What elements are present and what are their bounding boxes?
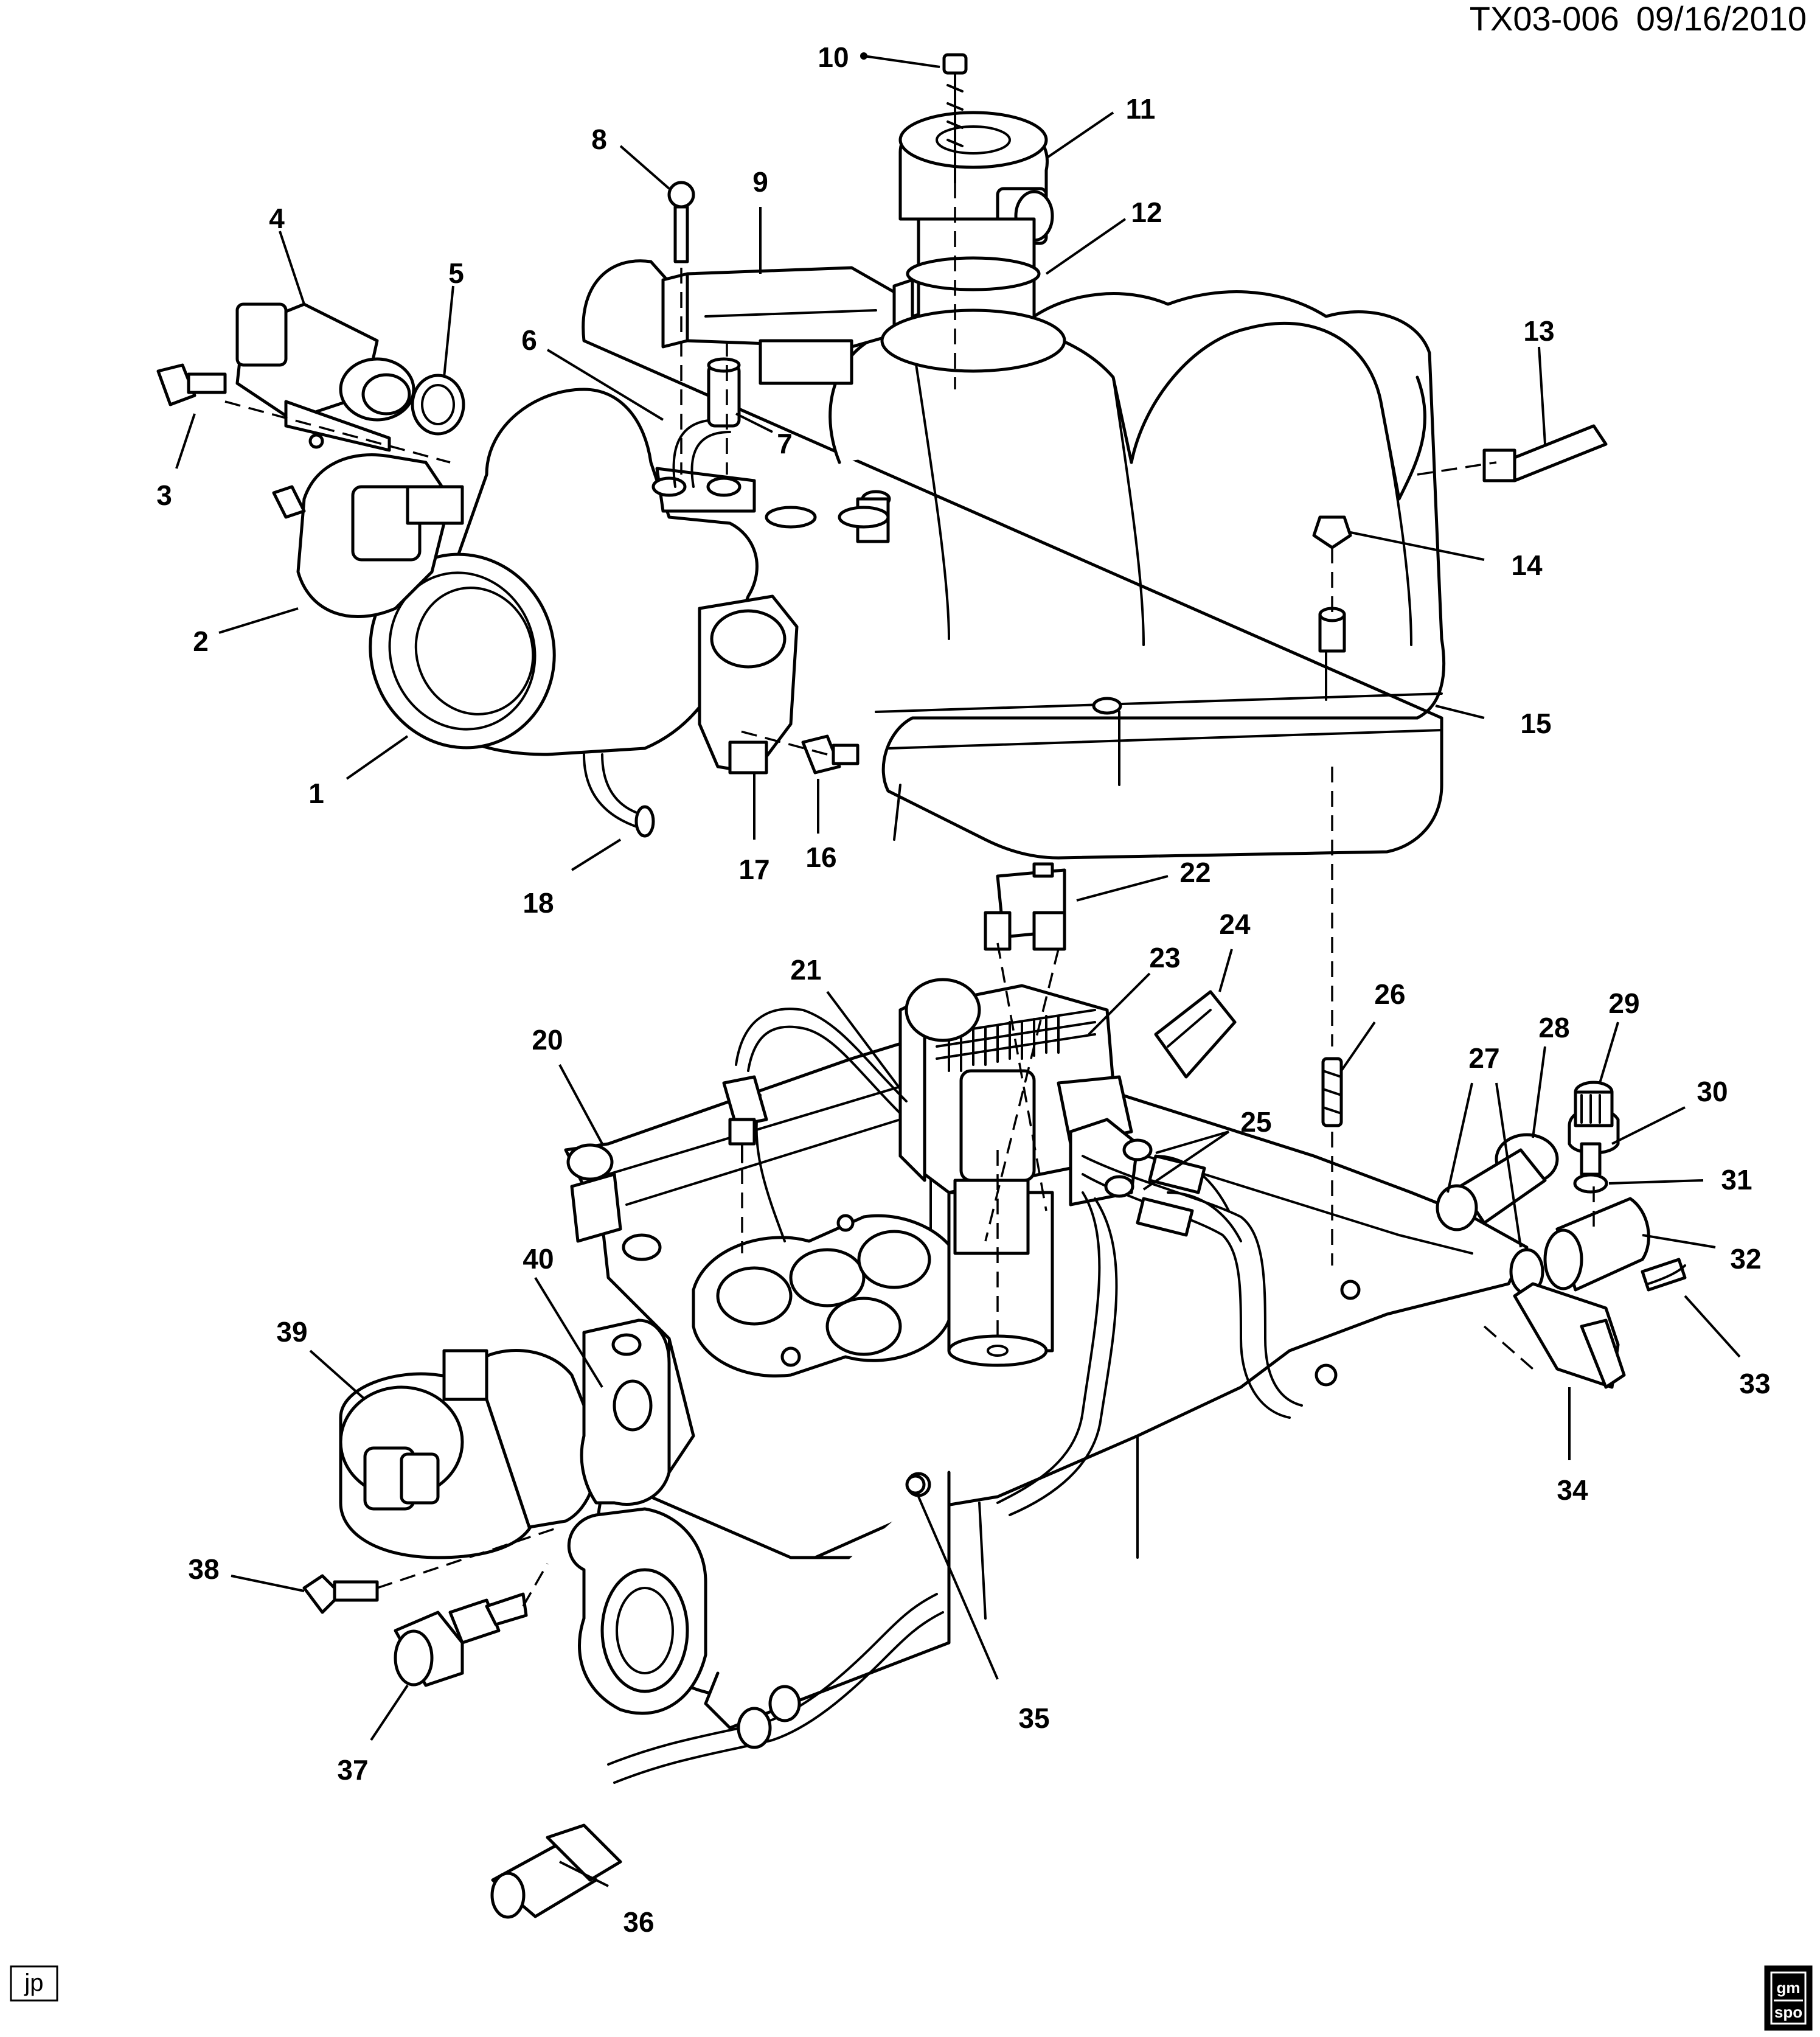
callout-34: 34 xyxy=(1557,1474,1588,1506)
callout-23: 23 xyxy=(1149,942,1180,973)
fuel-injector-module xyxy=(898,978,1139,1255)
plenum-stud xyxy=(1482,424,1608,482)
idle-air-control-valve xyxy=(235,302,415,452)
callout-2: 2 xyxy=(193,625,209,657)
callout-39: 39 xyxy=(276,1316,307,1348)
callout-9: 9 xyxy=(752,166,768,198)
callout-11: 11 xyxy=(1126,93,1156,125)
callout-18: 18 xyxy=(523,887,554,919)
callout-14: 14 xyxy=(1511,549,1543,581)
iac-bolt xyxy=(156,363,227,406)
coolant-temp-sensor xyxy=(394,1592,528,1687)
callout-17: 17 xyxy=(738,854,769,885)
callout-1: 1 xyxy=(308,778,324,809)
map-sensor-bolt xyxy=(667,181,695,263)
fuel-line-bracket xyxy=(1513,1258,1687,1389)
callout-33: 33 xyxy=(1739,1368,1770,1399)
callout-25: 25 xyxy=(1240,1106,1271,1138)
callout-30: 30 xyxy=(1697,1076,1728,1107)
callout-31: 31 xyxy=(1721,1164,1752,1196)
callout-12: 12 xyxy=(1131,197,1162,228)
vacuum-hose xyxy=(672,357,741,488)
egr-elbow xyxy=(567,1507,707,1715)
throttle-body xyxy=(369,388,890,756)
injector-connector xyxy=(984,862,1066,951)
callout-7: 7 xyxy=(777,428,793,459)
throttle-sensor-bolt xyxy=(801,734,860,775)
gm-spo-logo: gm spo xyxy=(1764,1965,1813,2031)
knock-sensor-harness xyxy=(490,1593,944,1919)
callout-4: 4 xyxy=(269,203,285,234)
svg-text:spo: spo xyxy=(1774,2003,1802,2021)
callout-26: 26 xyxy=(1374,978,1405,1010)
callout-36: 36 xyxy=(623,1906,654,1938)
callout-13: 13 xyxy=(1523,315,1554,347)
callout-21: 21 xyxy=(790,954,821,986)
intake-air-temp-sensor xyxy=(880,111,1066,373)
callout-27: 27 xyxy=(1468,1042,1499,1074)
pcv-hose xyxy=(583,753,655,838)
sensor-screw xyxy=(942,53,968,184)
throttle-position-sensor xyxy=(272,453,464,618)
callout-28: 28 xyxy=(1538,1012,1569,1043)
idle-air-control-motor xyxy=(339,1349,600,1559)
iac-motor-gasket xyxy=(580,1318,671,1506)
callout-20: 20 xyxy=(532,1024,563,1056)
callout-40: 40 xyxy=(523,1243,554,1275)
manifold-bolt xyxy=(905,1474,926,1495)
callout-37: 37 xyxy=(337,1754,368,1786)
svg-text:jp: jp xyxy=(24,1969,43,1996)
callout-29: 29 xyxy=(1608,987,1639,1019)
callout-3: 3 xyxy=(156,479,172,511)
callout-24: 24 xyxy=(1219,908,1251,940)
callout-22: 22 xyxy=(1179,857,1210,888)
plenum-nut xyxy=(1312,515,1352,549)
callout-32: 32 xyxy=(1730,1243,1761,1275)
callout-5: 5 xyxy=(448,257,464,289)
callout-15: 15 xyxy=(1520,708,1551,739)
iac-motor-bolt xyxy=(302,1574,379,1614)
harness-clip xyxy=(1154,990,1237,1079)
callout-38: 38 xyxy=(188,1553,219,1585)
manifold-stud xyxy=(1321,1057,1343,1127)
iac-gasket xyxy=(411,374,465,436)
callout-10: 10 xyxy=(818,41,849,73)
corner-tag: jp xyxy=(10,1965,58,2002)
callout-35: 35 xyxy=(1018,1702,1049,1734)
callouts: 1 2 3 4 5 6 7 8 9 10 11 12 xyxy=(156,41,1770,1938)
lower-intake-manifold xyxy=(564,1032,1529,1730)
fuel-line-o-rings xyxy=(1104,1138,1206,1237)
assembly-lines xyxy=(224,183,1595,1607)
svg-text:gm: gm xyxy=(1777,1979,1801,1997)
callout-6: 6 xyxy=(521,324,537,356)
callout-8: 8 xyxy=(591,124,607,155)
throttle-position-sensor-small xyxy=(698,594,799,775)
callout-16: 16 xyxy=(805,841,836,873)
